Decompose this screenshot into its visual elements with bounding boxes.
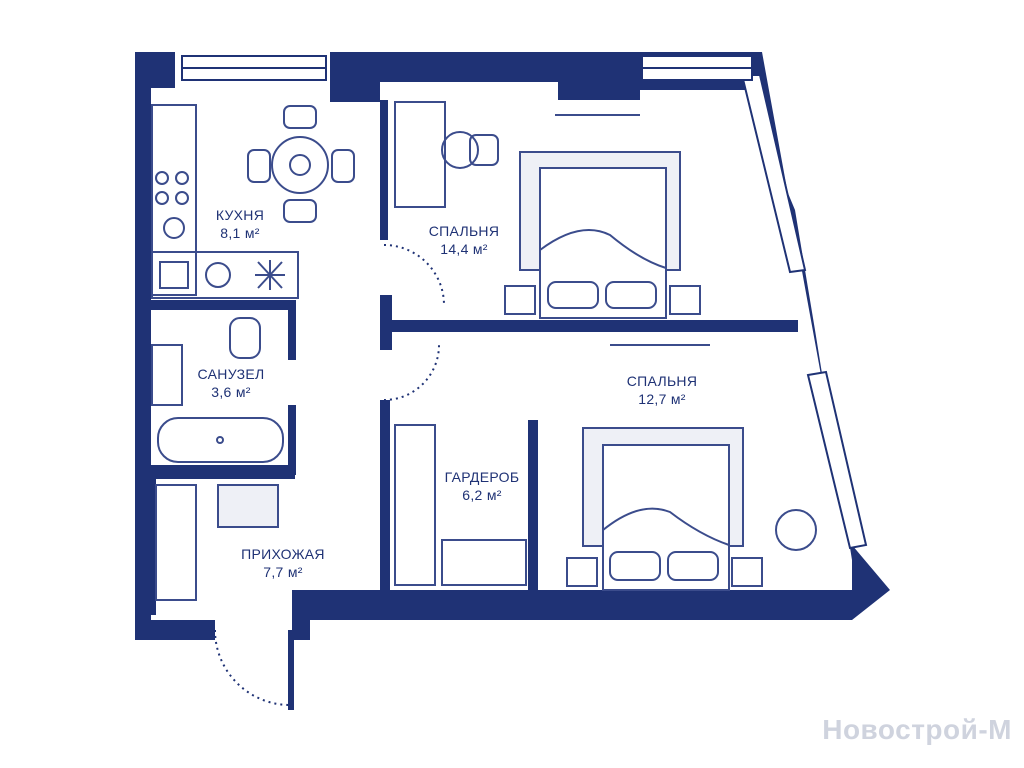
outer-walls <box>135 52 890 640</box>
bedroom2-furniture <box>566 344 817 591</box>
hallway-rug <box>217 484 279 528</box>
room-area-bathroom: 3,6 м² <box>211 384 251 400</box>
room-area-hallway: 7,7 м² <box>263 564 303 580</box>
doors <box>214 244 445 706</box>
room-name-kitchen: КУХНЯ <box>215 207 265 223</box>
bedroom1-furniture <box>394 101 701 319</box>
room-label-kitchen: КУХНЯ 8,1 м² <box>216 206 264 242</box>
window-right <box>740 74 868 550</box>
room-name-bedroom1: СПАЛЬНЯ <box>428 223 500 239</box>
wardrobe-racks <box>155 424 527 601</box>
bathroom-fixtures <box>151 317 284 463</box>
window-top-kitchen <box>181 55 327 81</box>
room-label-wardrobe: ГАРДЕРОБ 6,2 м² <box>445 468 520 504</box>
room-area-kitchen: 8,1 м² <box>220 225 260 241</box>
room-label-hallway: ПРИХОЖАЯ 7,7 м² <box>241 545 325 581</box>
room-area-wardrobe: 6,2 м² <box>462 487 502 503</box>
room-label-bedroom1: СПАЛЬНЯ 14,4 м² <box>429 222 500 258</box>
kitchen-counter <box>151 104 299 299</box>
entrance-door <box>288 630 294 710</box>
window-top-bedroom <box>641 55 753 81</box>
room-label-bathroom: САНУЗЕЛ 3,6 м² <box>198 365 265 401</box>
room-name-bathroom: САНУЗЕЛ <box>197 366 265 382</box>
room-name-wardrobe: ГАРДЕРОБ <box>444 469 520 485</box>
room-name-hallway: ПРИХОЖАЯ <box>241 546 325 562</box>
watermark: Новострой-М <box>822 714 1012 745</box>
room-area-bedroom1: 14,4 м² <box>440 241 488 257</box>
room-name-bedroom2: СПАЛЬНЯ <box>626 373 698 389</box>
room-label-bedroom2: СПАЛЬНЯ 12,7 м² <box>627 372 698 408</box>
interior-walls <box>150 100 798 615</box>
room-area-bedroom2: 12,7 м² <box>638 391 686 407</box>
dining-table <box>247 105 355 223</box>
